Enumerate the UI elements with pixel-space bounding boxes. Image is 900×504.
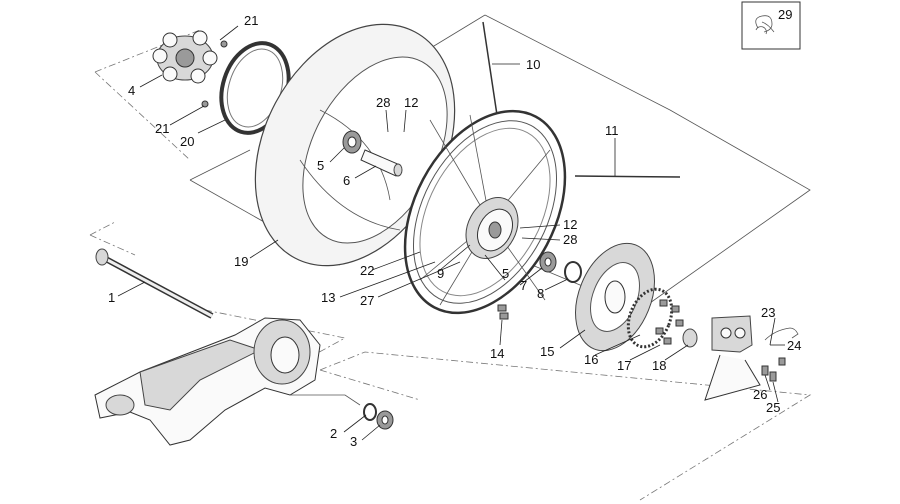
callout-16: 16	[584, 352, 598, 367]
brake-caliper	[704, 315, 799, 401]
seal-and-circlip	[539, 251, 582, 283]
part-29-box	[741, 1, 801, 50]
callout-27: 27	[360, 293, 374, 308]
callout-11: 11	[605, 123, 619, 138]
wheel-axle	[95, 248, 214, 319]
callout-21: 21	[244, 13, 258, 28]
callout-28: 28	[563, 232, 577, 247]
callout-5: 5	[502, 266, 509, 281]
spokes	[482, 21, 681, 178]
callout-19: 19	[234, 254, 248, 269]
callout-1: 1	[108, 290, 115, 305]
callout-7: 7	[520, 278, 527, 293]
callout-2: 2	[330, 426, 337, 441]
callout-23: 23	[761, 305, 775, 320]
callout-20: 20	[180, 134, 194, 149]
cush-drive-rubbers	[152, 30, 218, 84]
callout-10: 10	[526, 57, 540, 72]
callout-15: 15	[540, 344, 554, 359]
balance-weight	[497, 304, 509, 320]
callout-21: 21	[155, 121, 169, 136]
leader-lines	[117, 25, 785, 441]
callout-17: 17	[617, 358, 631, 373]
callout-6: 6	[343, 173, 350, 188]
callout-labels: 29 21 4 21 20 10 28 12 5 6 11 12 28 19 2…	[108, 7, 801, 449]
callout-9: 9	[437, 266, 444, 281]
callout-24: 24	[787, 338, 801, 353]
callout-29: 29	[778, 7, 792, 22]
brake-disc	[575, 242, 655, 352]
abs-tone-ring	[626, 287, 674, 349]
callout-28: 28	[376, 95, 390, 110]
callout-25: 25	[766, 400, 780, 415]
spacer	[682, 328, 698, 348]
callout-5: 5	[317, 158, 324, 173]
axle-washer-and-nut	[363, 403, 394, 430]
callout-18: 18	[652, 358, 666, 373]
bearing-and-spacer	[342, 130, 403, 177]
disc-bolts	[655, 299, 684, 345]
callout-3: 3	[350, 434, 357, 449]
callout-12: 12	[563, 217, 577, 232]
callout-4: 4	[128, 83, 135, 98]
swingarm	[94, 317, 361, 446]
callout-14: 14	[490, 346, 504, 361]
callout-26: 26	[753, 387, 767, 402]
callout-12: 12	[404, 95, 418, 110]
callout-22: 22	[360, 263, 374, 278]
wheel-hub	[465, 197, 519, 259]
callout-8: 8	[537, 286, 544, 301]
callout-13: 13	[321, 290, 335, 305]
